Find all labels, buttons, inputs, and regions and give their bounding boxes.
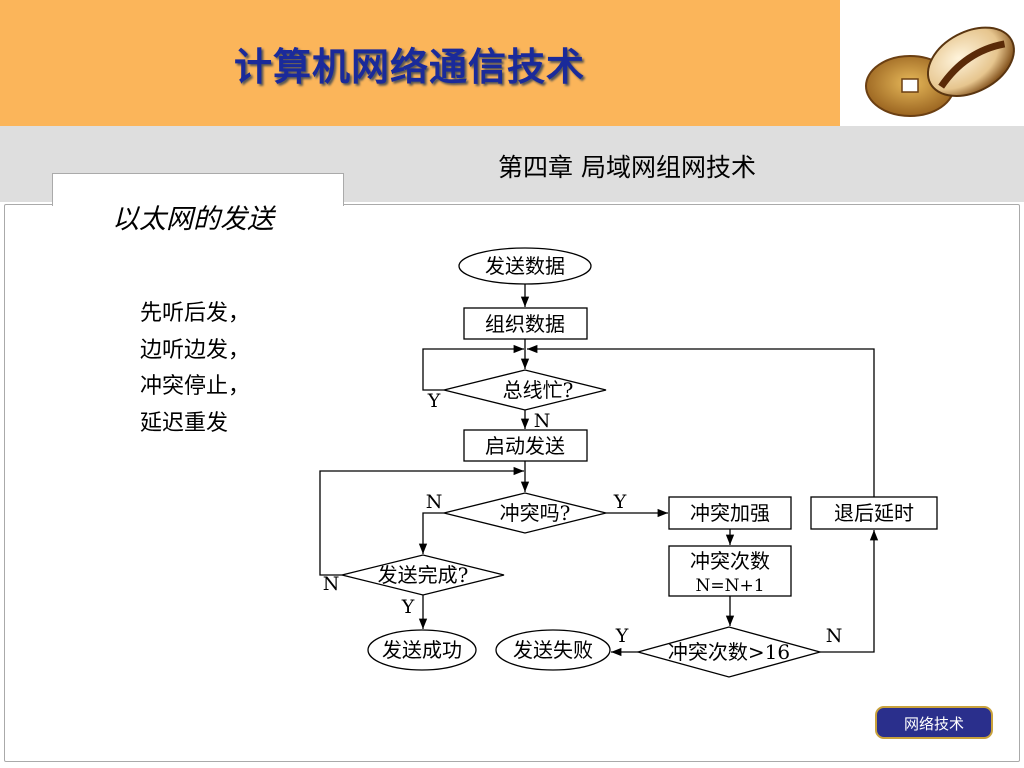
branch-count-yes: Y: [615, 625, 629, 647]
node-send-done: [341, 554, 505, 596]
footer-badge[interactable]: 网络技术: [875, 706, 993, 739]
label-backoff: 退后延时: [834, 501, 914, 525]
label-bus-busy: 总线忙?: [503, 378, 574, 402]
label-success: 发送成功: [382, 638, 462, 662]
branch-collision-no: N: [426, 491, 443, 513]
node-bus-busy: [443, 369, 607, 411]
content-panel: [4, 204, 1020, 762]
branch-done-no: N: [323, 573, 340, 595]
branch-done-yes: Y: [401, 596, 415, 618]
edge-done-no-loop: [319, 466, 524, 576]
label-collision: 冲突吗?: [500, 501, 571, 525]
label-count-line1: 冲突次数: [690, 549, 770, 573]
edge-collision-no: [418, 512, 444, 554]
label-organize: 组织数据: [485, 312, 565, 336]
label-count-line2: N=N+1: [695, 576, 764, 596]
section-title: 以太网的发送: [112, 204, 274, 235]
edge-backoff-loop: [527, 344, 875, 497]
label-fail: 发送失败: [513, 638, 593, 662]
branch-busy-no: N: [534, 410, 551, 432]
edge-busy-yes-loop: [422, 344, 524, 391]
principle-line: 延迟重发: [140, 410, 229, 436]
principle-line: 冲突停止，: [140, 374, 251, 399]
coin-logo: [840, 0, 1024, 126]
csma-principle: 先听后发， 边听边发， 冲突停止， 延迟重发: [140, 296, 250, 442]
label-send-done: 发送完成?: [378, 563, 469, 587]
chapter-title: 第四章 局域网组网技术: [498, 153, 756, 182]
branch-busy-yes: Y: [427, 390, 441, 412]
branch-collision-yes: Y: [613, 491, 627, 513]
header-bar: 计算机网络通信技术: [0, 0, 840, 126]
node-fail: [495, 629, 611, 671]
branch-count-no: N: [826, 625, 843, 647]
label-enhance: 冲突加强: [690, 501, 770, 525]
edge-check-no: [820, 530, 879, 653]
label-start-send: 启动发送: [485, 434, 565, 458]
label-start: 发送数据: [485, 254, 565, 278]
section-tab: [52, 173, 344, 206]
course-title: 计算机网络通信技术: [234, 45, 586, 89]
label-count-check: 冲突次数>16: [668, 640, 790, 664]
principle-line: 边听边发，: [140, 337, 251, 363]
principle-line: 先听后发，: [140, 301, 251, 326]
node-success: [367, 629, 477, 671]
